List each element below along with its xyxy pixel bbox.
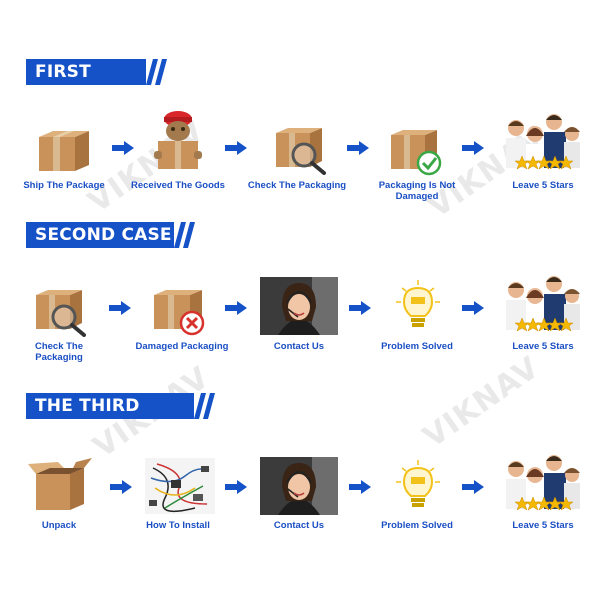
idea-lightbulb-icon <box>396 460 440 507</box>
case-title: THE THIRD CASE <box>35 396 140 442</box>
step-label: How To Install <box>146 520 210 531</box>
support-agent-headset-icon <box>260 457 338 515</box>
arrow-right-icon <box>462 141 484 155</box>
step-label: Ship The Package <box>23 180 105 191</box>
cardboard-box-icon <box>39 131 89 171</box>
arrow-right-icon <box>112 141 134 155</box>
happy-people-five-stars-icon <box>506 455 580 511</box>
case-title: FIRST CASE <box>35 62 91 108</box>
arrow-right-icon <box>349 301 371 315</box>
step-label: Contact Us <box>273 520 325 531</box>
arrow-right-icon <box>349 480 371 494</box>
case-title: SECOND CASE <box>35 225 172 245</box>
arrow-right-icon <box>462 301 484 315</box>
step-label: Damaged Packaging <box>135 341 229 352</box>
case-title-banner: FIRST CASE <box>26 59 146 108</box>
arrow-right-icon <box>109 301 131 315</box>
arrow-right-icon <box>347 141 369 155</box>
box-checkmark-icon <box>391 130 442 176</box>
box-magnifier-icon <box>36 290 86 337</box>
step-label: Packaging Is Not Damaged <box>378 180 456 202</box>
step-label: Leave 5 Stars <box>512 180 574 191</box>
box-cross-icon <box>154 290 205 336</box>
banner-stripes-icon <box>174 222 195 248</box>
step-label: Unpack <box>41 520 77 531</box>
happy-people-five-stars-icon <box>506 114 580 170</box>
arrow-right-icon <box>225 141 247 155</box>
arrow-right-icon <box>225 480 247 494</box>
wiring-harness-icon <box>145 458 215 514</box>
banner-stripes-icon <box>194 393 215 419</box>
step-label: Leave 5 Stars <box>512 520 574 531</box>
step-label: Problem Solved <box>381 341 453 352</box>
arrow-right-icon <box>110 480 132 494</box>
courier-cat-with-box-icon <box>154 111 202 169</box>
arrow-right-icon <box>462 480 484 494</box>
idea-lightbulb-icon <box>396 280 440 327</box>
step-label: Check The Packaging <box>247 180 347 191</box>
step-label: Check The Packaging <box>34 341 84 363</box>
step-label: Problem Solved <box>381 520 453 531</box>
case-title-banner: SECOND CASE <box>26 222 174 248</box>
banner-stripes-icon <box>146 59 167 85</box>
step-label: Received The Goods <box>131 180 225 191</box>
case-title-banner: THE THIRD CASE <box>26 393 194 442</box>
support-agent-headset-icon <box>260 277 338 335</box>
box-magnifier-icon <box>276 128 326 175</box>
step-label: Contact Us <box>273 341 325 352</box>
watermark: VIKNAV <box>417 349 547 456</box>
happy-people-five-stars-icon <box>506 276 580 332</box>
arrow-right-icon <box>225 301 247 315</box>
step-label: Leave 5 Stars <box>512 341 574 352</box>
open-box-icon <box>28 458 92 510</box>
